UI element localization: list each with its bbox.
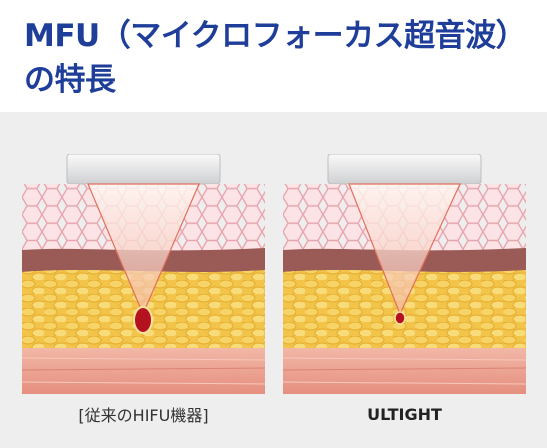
skin-cross-section-ultight [283,154,526,394]
skin-cross-section-conventional [22,154,265,394]
muscle-layer [22,348,265,394]
fat-layer [283,270,526,350]
focus-point-large [133,306,153,334]
transducer-probe [327,154,482,185]
muscle-layer [283,348,526,394]
ultrasound-beam [348,183,461,316]
panel-ultight: ULTIGHT [283,154,526,438]
ultrasound-beam [87,183,200,316]
page-title: MFU（マイクロフォーカス超音波） の特長 [24,14,527,102]
caption-ultight: ULTIGHT [367,404,442,424]
caption-conventional-hifu: [従来のHIFU機器] [78,406,209,425]
title-line-2: の特長 [24,62,116,98]
panel-conventional-hifu: [従来のHIFU機器] [22,154,265,438]
focus-point-small [394,311,406,325]
title-line-1: MFU（マイクロフォーカス超音波） [24,18,527,54]
transducer-probe [66,154,221,185]
